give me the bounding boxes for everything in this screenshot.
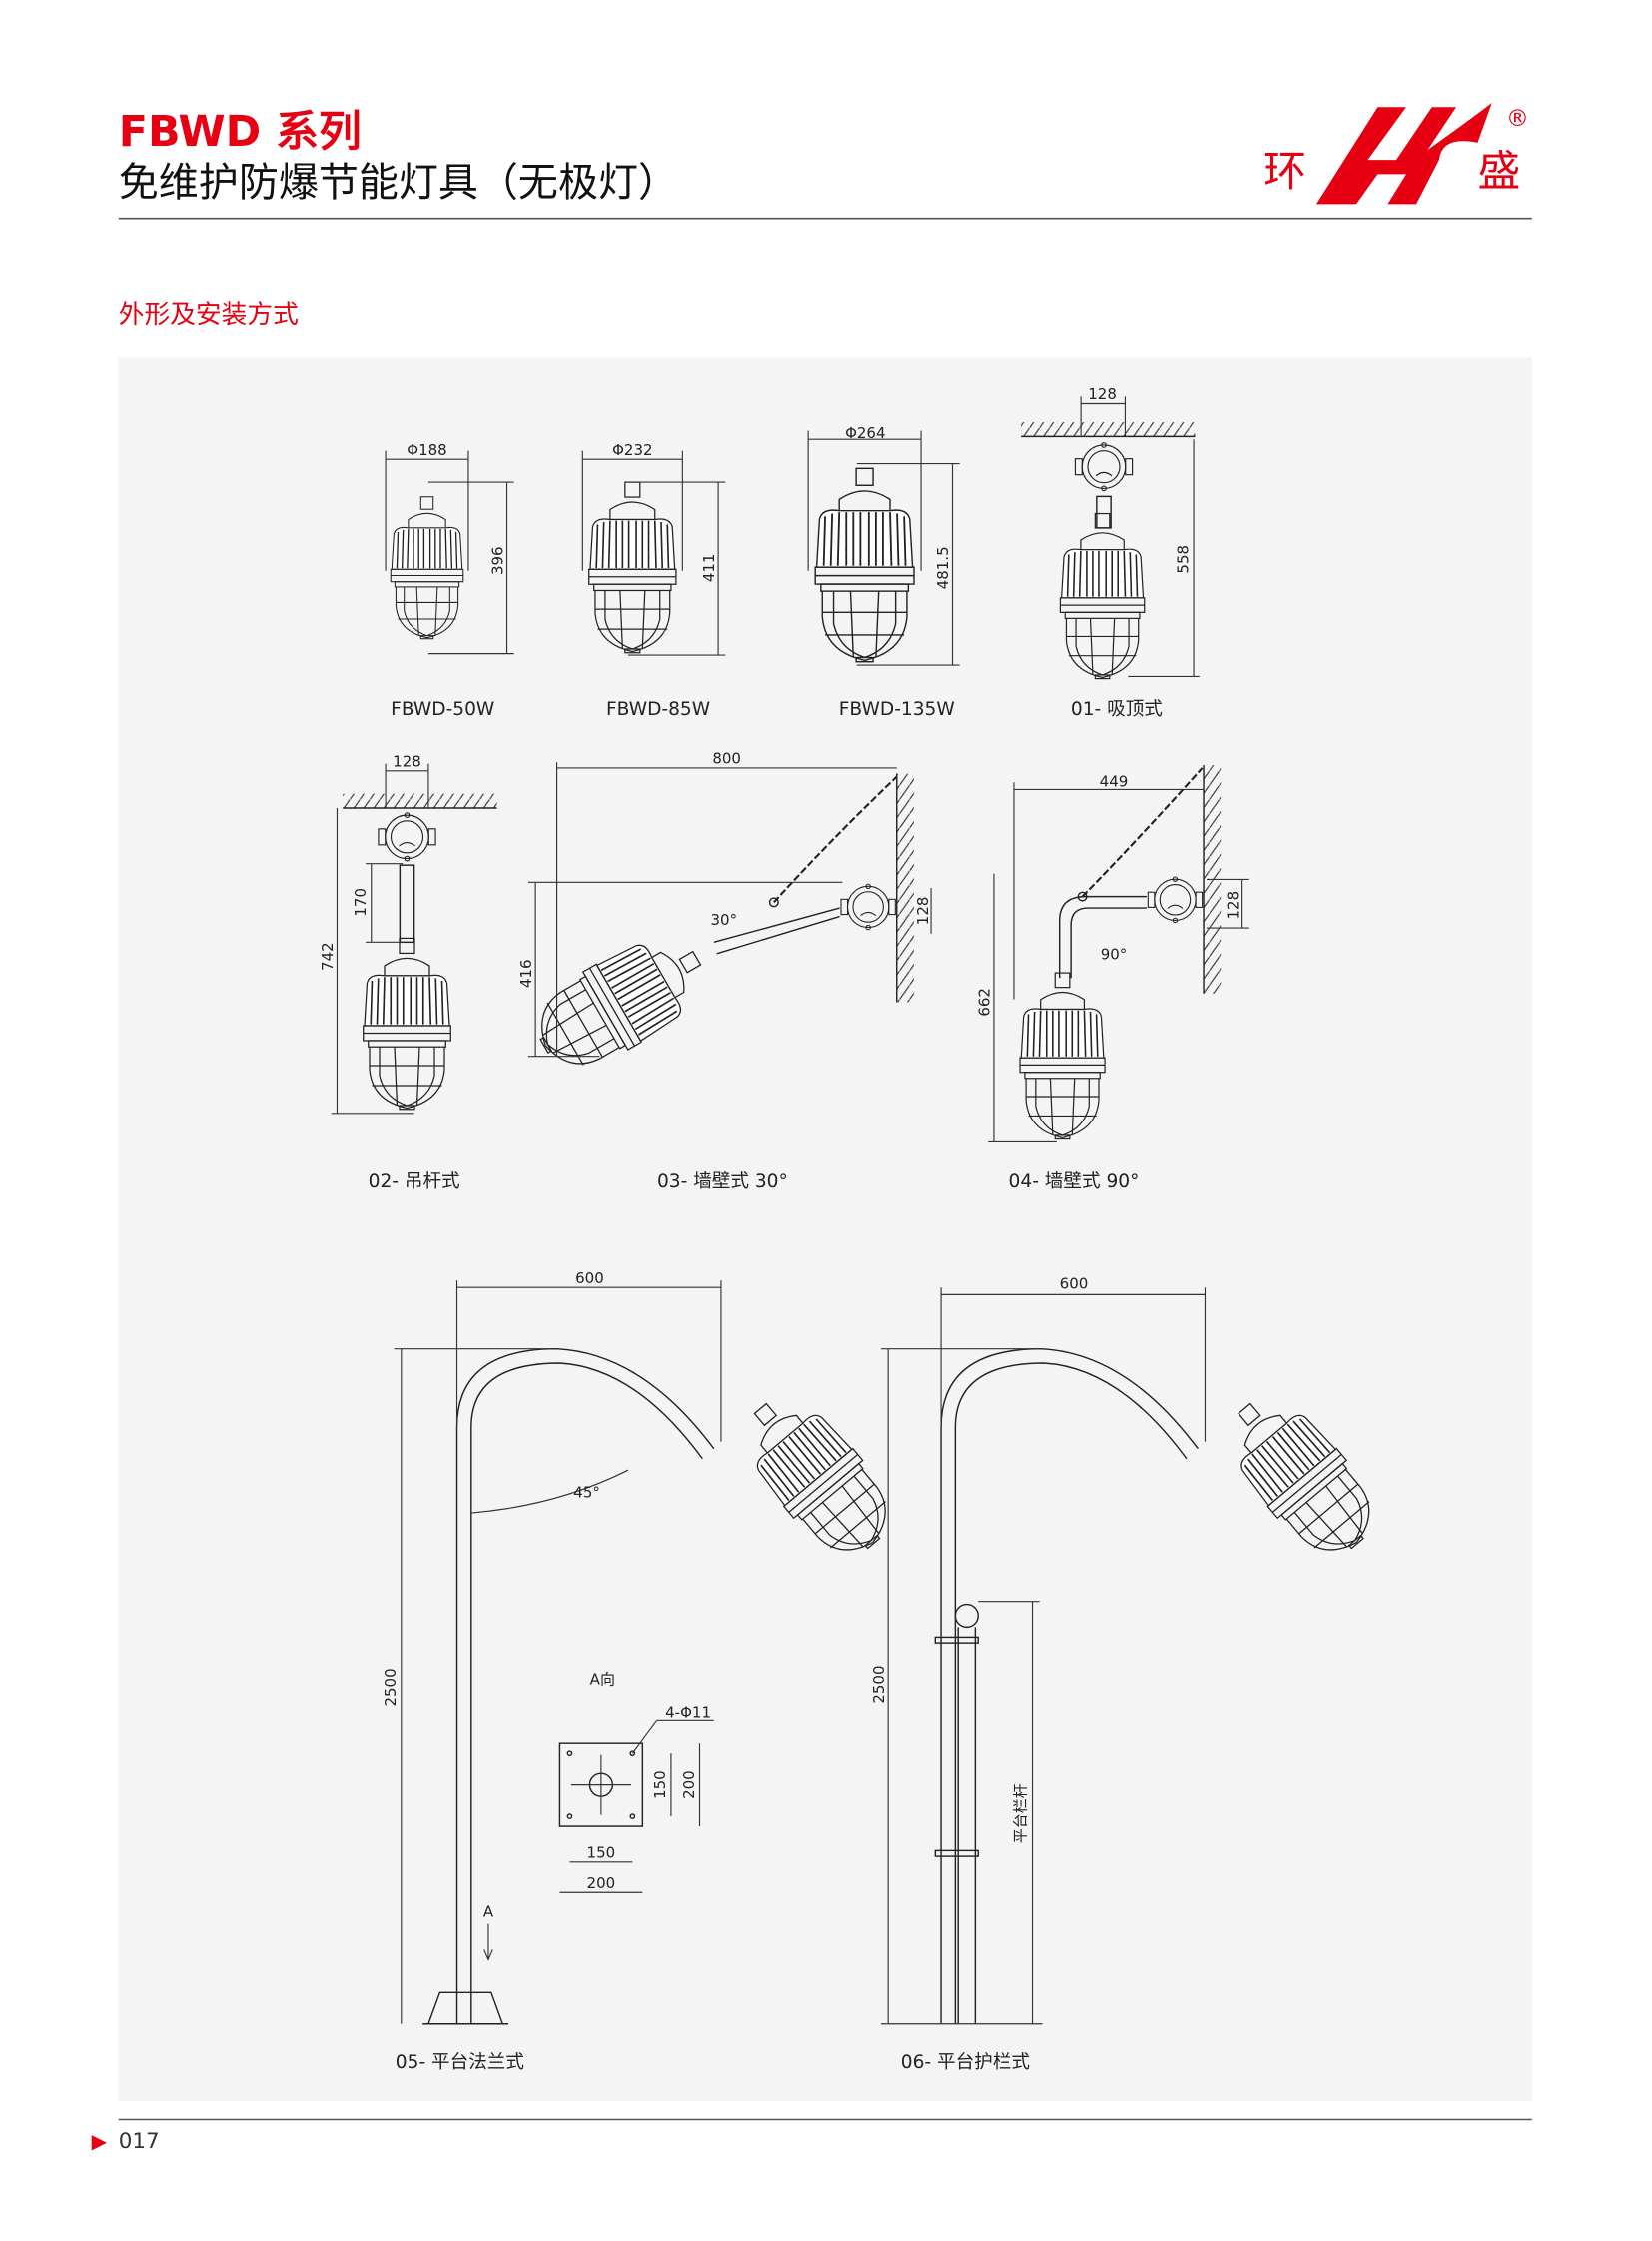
mount-05-flange-pole: 600 2500 45° A A向 4-Φ11 150 200 150 200 … xyxy=(382,1269,909,2073)
svg-text:FBWD-50W: FBWD-50W xyxy=(391,699,494,720)
svg-text:Φ232: Φ232 xyxy=(612,441,652,459)
svg-text:558: 558 xyxy=(1174,545,1192,574)
svg-text:128: 128 xyxy=(393,753,421,771)
svg-text:600: 600 xyxy=(1060,1275,1089,1293)
svg-text:200: 200 xyxy=(680,1770,698,1799)
mount-02-pendant: 128 170 742 02- 吊杆式 xyxy=(319,753,497,1192)
svg-text:600: 600 xyxy=(575,1269,604,1287)
svg-text:03- 墙壁式 30°: 03- 墙壁式 30° xyxy=(657,1171,788,1192)
svg-text:平台栏杆: 平台栏杆 xyxy=(1011,1783,1029,1843)
svg-text:396: 396 xyxy=(488,546,506,575)
svg-text:128: 128 xyxy=(1088,385,1117,403)
svg-text:A: A xyxy=(483,1903,494,1921)
svg-text:06- 平台护栏式: 06- 平台护栏式 xyxy=(901,2052,1030,2073)
svg-text:200: 200 xyxy=(587,1874,616,1892)
svg-text:05- 平台法兰式: 05- 平台法兰式 xyxy=(396,2052,524,2073)
svg-text:742: 742 xyxy=(319,942,337,971)
mount-04-wall-90: 449 662 90° 128 04- 墙壁式 90° xyxy=(976,765,1249,1192)
svg-text:416: 416 xyxy=(517,959,535,988)
svg-text:4-Φ11: 4-Φ11 xyxy=(665,1703,711,1721)
mount-06-rail-pole: 600 2500 平台栏杆 06- 平台护栏式 xyxy=(870,1275,1393,2073)
svg-text:150: 150 xyxy=(651,1770,669,1799)
svg-text:®: ® xyxy=(1506,106,1529,132)
svg-text:Φ188: Φ188 xyxy=(407,441,446,459)
svg-text:800: 800 xyxy=(712,750,741,768)
page-marker-icon: ▶ xyxy=(92,2129,108,2153)
svg-text:449: 449 xyxy=(1100,773,1129,791)
mount-03-wall-30: 800 416 30° 128 03- 墙壁式 30° xyxy=(517,750,932,1193)
svg-text:411: 411 xyxy=(700,554,718,583)
svg-text:662: 662 xyxy=(976,988,994,1017)
svg-text:A向: A向 xyxy=(590,1671,615,1689)
svg-text:170: 170 xyxy=(352,888,370,917)
svg-text:150: 150 xyxy=(587,1844,616,1862)
svg-text:FBWD-85W: FBWD-85W xyxy=(606,699,710,720)
mount-01-ceiling: 128 558 01- 吸顶式 xyxy=(1021,385,1200,720)
svg-text:2500: 2500 xyxy=(870,1665,888,1703)
svg-text:环: 环 xyxy=(1263,147,1306,197)
series-title: FBWD 系列 xyxy=(119,107,362,157)
svg-text:Φ264: Φ264 xyxy=(845,424,885,442)
svg-text:2500: 2500 xyxy=(382,1668,400,1706)
svg-text:30°: 30° xyxy=(711,911,738,929)
svg-text:02- 吊杆式: 02- 吊杆式 xyxy=(369,1171,460,1192)
section-title: 外形及安装方式 xyxy=(119,300,299,330)
page-number: 017 xyxy=(119,2129,160,2154)
flange-detail: 4-Φ11 150 200 150 200 xyxy=(558,1703,714,1893)
svg-text:FBWD-135W: FBWD-135W xyxy=(839,699,955,720)
model-85w: Φ232 411 FBWD-85W xyxy=(581,441,726,720)
brand-logo: 环 盛 ® xyxy=(1263,102,1529,205)
svg-text:128: 128 xyxy=(914,897,932,926)
svg-text:01- 吸顶式: 01- 吸顶式 xyxy=(1071,699,1163,720)
product-subtitle: 免维护防爆节能灯具（无极灯） xyxy=(119,160,678,206)
svg-text:90°: 90° xyxy=(1101,945,1128,963)
svg-text:128: 128 xyxy=(1224,891,1241,920)
svg-text:481.5: 481.5 xyxy=(934,546,952,589)
drawing-panel xyxy=(118,357,1532,2101)
svg-text:45°: 45° xyxy=(573,1483,600,1501)
svg-text:04- 墙壁式 90°: 04- 墙壁式 90° xyxy=(1009,1171,1140,1192)
svg-text:盛: 盛 xyxy=(1477,147,1520,197)
model-135w: Φ264 481.5 FBWD-135W xyxy=(807,424,960,720)
model-50w: Φ188 396 FBWD-50W xyxy=(385,441,514,720)
